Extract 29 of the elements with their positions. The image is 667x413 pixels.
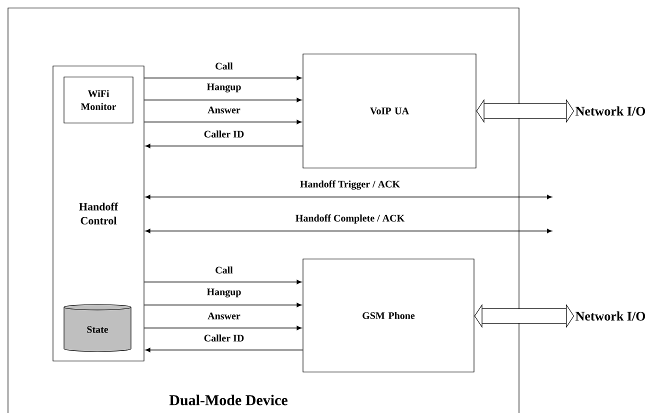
edge-label: Answer [206,312,242,320]
edge-label: Hangup [206,288,242,298]
arrow [144,280,302,284]
network-label: Network I/O [576,311,646,321]
arrow [145,194,552,200]
database-cylinder: State [64,304,132,352]
edge-label: Call [214,61,234,71]
arrow [145,228,552,234]
arrow [144,120,302,124]
arrow [145,348,304,352]
arrow [144,76,302,80]
arrow [144,302,302,308]
module-box: VoIP UA [302,54,476,168]
module-box: WiFi Monitor [64,76,134,124]
arrow [144,326,302,330]
edge-label: Caller ID [202,333,246,343]
edge-label: Caller ID [202,129,246,139]
block-arrow [476,98,574,124]
edge-label: Hangup [206,82,242,94]
device-title: Dual-Mode Device [169,394,288,406]
edge-label: Answer [206,106,242,114]
network-label: Network I/O [576,106,646,116]
module-box: GSM Phone [302,258,474,372]
arrow [145,144,304,148]
edge-label: Call [214,265,234,275]
edge-label: Handoff Complete / ACK [294,213,406,225]
edge-label: Handoff Trigger / ACK [298,179,402,191]
block-arrow [474,304,574,328]
arrow [144,98,302,102]
